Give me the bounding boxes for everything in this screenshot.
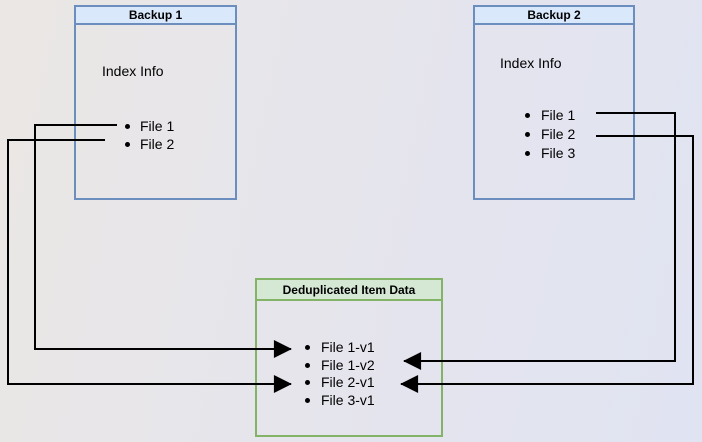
backup1-header: Backup 1 (76, 7, 235, 25)
list-item: File 2 (525, 125, 575, 144)
dedup-header: Deduplicated Item Data (257, 280, 441, 301)
list-item: File 1 (125, 117, 174, 135)
backup2-file-list: File 1 File 2 File 3 (525, 106, 575, 163)
list-item: File 2 (125, 135, 174, 153)
backup1-box: Backup 1 Index Info File 1 File 2 (74, 5, 237, 200)
backup2-index-info-label: Index Info (500, 55, 562, 71)
list-item: File 1-v1 (305, 339, 375, 357)
list-item: File 1 (525, 106, 575, 125)
list-item: File 3 (525, 144, 575, 163)
dedup-item-list: File 1-v1 File 1-v2 File 2-v1 File 3-v1 (305, 339, 375, 409)
dedup-box: Deduplicated Item Data File 1-v1 File 1-… (255, 278, 443, 437)
backup1-index-info-label: Index Info (102, 63, 164, 79)
list-item: File 2-v1 (305, 374, 375, 392)
backup2-header: Backup 2 (475, 7, 633, 25)
backup2-box: Backup 2 Index Info File 1 File 2 File 3 (473, 5, 635, 200)
list-item: File 1-v2 (305, 357, 375, 375)
backup1-file-list: File 1 File 2 (125, 117, 174, 153)
list-item: File 3-v1 (305, 392, 375, 410)
